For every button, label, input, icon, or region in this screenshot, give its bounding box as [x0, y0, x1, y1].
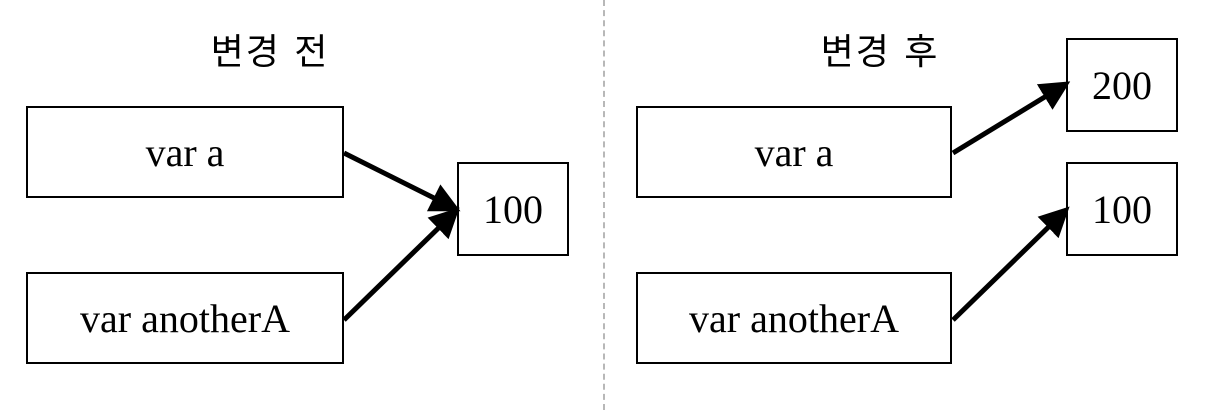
after-var-a-box: var a [636, 106, 952, 198]
before-title: 변경 전 [210, 32, 330, 73]
before-var-a-box: var a [26, 106, 344, 198]
after-arrow-a-to-200 [951, 81, 1071, 156]
before-arrow-a-to-100 [342, 150, 461, 212]
after-var-anothera-box: var anotherA [636, 272, 952, 364]
after-arrow-anothera-to-100 [951, 206, 1070, 322]
before-var-anothera-box: var anotherA [26, 272, 344, 364]
section-divider [603, 0, 605, 410]
after-value-100-box: 100 [1066, 162, 1178, 256]
after-value-200-box: 200 [1066, 38, 1178, 132]
before-arrow-anothera-to-100 [342, 207, 460, 322]
after-title: 변경 후 [820, 32, 940, 73]
before-value-100-box: 100 [457, 162, 569, 256]
